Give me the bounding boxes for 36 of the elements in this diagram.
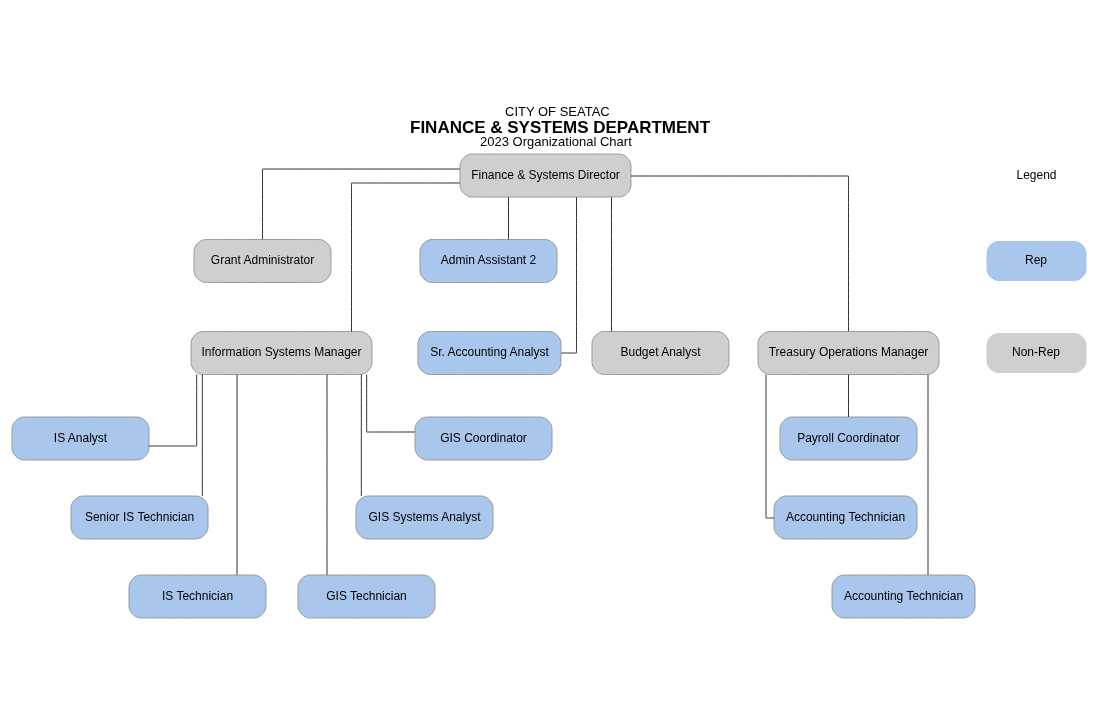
connector <box>148 374 198 447</box>
connector <box>611 196 612 332</box>
connector <box>765 374 775 519</box>
node-box: Treasury Operations Manager <box>757 331 940 375</box>
legend-label: Non-Rep <box>1012 345 1061 360</box>
node-box: IS Technician <box>128 574 267 619</box>
label: Legend <box>1016 167 1057 182</box>
connector <box>351 182 461 332</box>
connector <box>508 196 509 240</box>
node-box: Information Systems Manager <box>190 331 373 375</box>
connector <box>201 374 203 497</box>
connector <box>848 374 849 418</box>
node-box: Payroll Coordinator <box>779 416 918 461</box>
node-box: Sr. Accounting Analyst <box>417 331 562 375</box>
connector <box>236 374 238 576</box>
node-box: GIS Coordinator <box>414 416 553 461</box>
node-box: Senior IS Technician <box>70 495 209 540</box>
label: CITY OF SEATAC <box>505 104 610 120</box>
connector <box>360 374 362 497</box>
connector <box>630 175 849 332</box>
node-box: IS Analyst <box>11 416 150 461</box>
diagram-title: FINANCE & SYSTEMS DEPARTMENT <box>410 117 711 137</box>
node-box: Admin Assistant 2 <box>419 239 558 283</box>
node-box: GIS Technician <box>297 574 436 619</box>
node-box: Accounting Technician <box>773 495 918 540</box>
label: 2023 Organizational Chart <box>480 134 632 150</box>
connector <box>927 374 929 576</box>
node-box: Accounting Technician <box>831 574 976 619</box>
node-box: Grant Administrator <box>193 239 332 283</box>
node-box: Budget Analyst <box>591 331 730 375</box>
node-box: Finance & Systems Director <box>459 153 632 198</box>
connector <box>262 168 461 240</box>
connector <box>326 374 328 576</box>
legend-label: Rep <box>1025 253 1048 268</box>
connector <box>366 374 416 433</box>
node-box: GIS Systems Analyst <box>355 495 494 540</box>
